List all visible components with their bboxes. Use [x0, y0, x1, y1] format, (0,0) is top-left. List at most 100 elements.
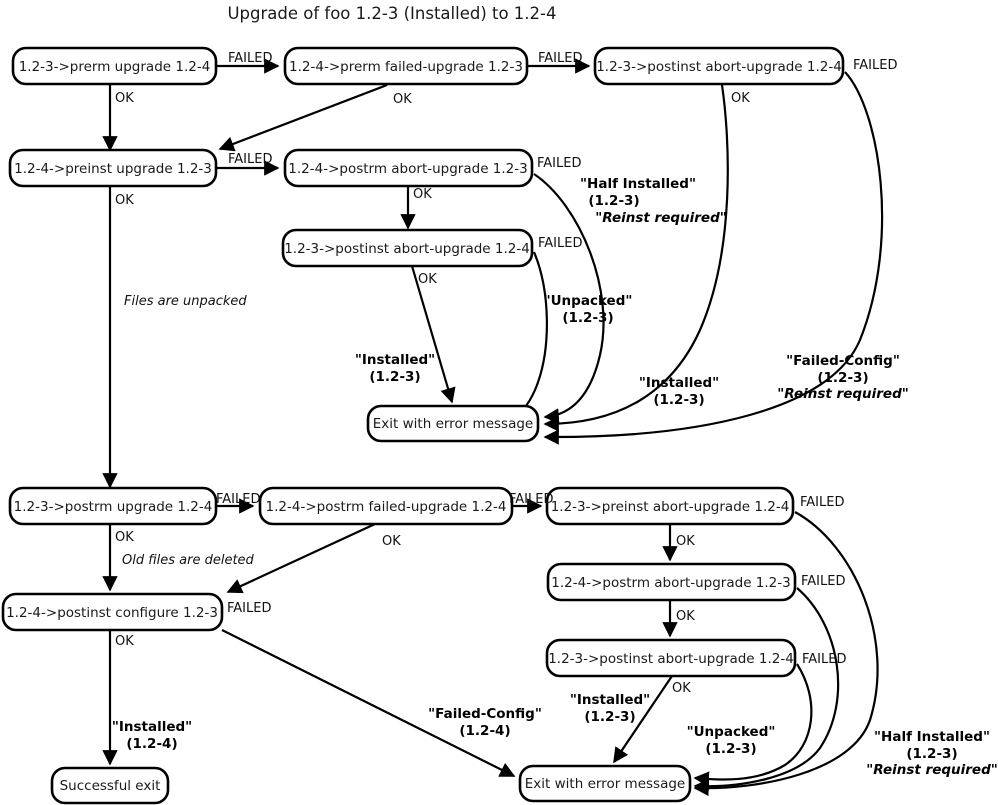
state-half-installed-123-bottom: "Half Installed" (1.2-3) "Reinst require… — [866, 729, 998, 778]
edge-prermfail-ok — [218, 83, 388, 152]
edge-label-ok: OK — [731, 91, 750, 106]
state-line1: "Half Installed" — [874, 729, 990, 745]
node-label: 1.2-3->postrm upgrade 1.2-4 — [14, 499, 213, 515]
state-line1: "Installed" — [112, 719, 192, 735]
node-postrm-upgrade[interactable]: 1.2-3->postrm upgrade 1.2-4 — [8, 486, 218, 526]
edge-label-ok: OK — [115, 193, 134, 208]
node-exit-with-error-message-top[interactable]: Exit with error message — [366, 404, 540, 443]
edge-label-failed: FAILED — [227, 601, 271, 616]
edge-label-failed: FAILED — [801, 574, 845, 589]
state-line3: "Reinst required" — [595, 210, 727, 226]
edge-label-ok: OK — [418, 272, 437, 287]
state-line1: "Failed-Config" — [786, 353, 900, 369]
state-installed-124: "Installed" (1.2-4) — [112, 719, 192, 752]
state-unpacked-123-bottom: "Unpacked" (1.2-3) — [687, 724, 776, 757]
node-label: 1.2-3->postinst abort-upgrade 1.2-4 — [284, 241, 530, 257]
note-files-unpacked: Files are unpacked — [124, 294, 247, 309]
edge-label-ok: OK — [393, 92, 412, 107]
node-label: 1.2-4->postrm abort-upgrade 1.2-3 — [288, 161, 527, 177]
node-prerm-upgrade[interactable]: 1.2-3->prerm upgrade 1.2-4 — [11, 46, 218, 86]
edge-label-ok: OK — [672, 681, 691, 696]
node-postinst-configure[interactable]: 1.2-4->postinst configure 1.2-3 — [1, 592, 224, 632]
edge-postinsttop-failed — [543, 71, 884, 445]
edge-label-ok: OK — [115, 91, 134, 106]
edge-label-ok: OK — [413, 187, 432, 202]
state-line2: (1.2-3) — [906, 746, 957, 762]
state-line1: "Half Installed" — [580, 176, 696, 192]
node-label: 1.2-4->preinst upgrade 1.2-3 — [14, 161, 212, 177]
edge-label-failed: FAILED — [216, 492, 260, 507]
note-old-files-deleted: Old files are deleted — [122, 553, 255, 568]
edge-postrmabort-r2-failed — [533, 173, 605, 424]
state-line1: "Installed" — [639, 375, 719, 391]
state-failed-config-123: "Failed-Config" (1.2-3) "Reinst required… — [777, 353, 909, 402]
state-failed-config-124: "Failed-Config" (1.2-4) — [428, 706, 542, 739]
page-title: Upgrade of foo 1.2-3 (Installed) to 1.2-… — [227, 4, 556, 23]
edge-postrmabort-b2-failed — [693, 587, 840, 795]
edge-label-ok: OK — [676, 534, 695, 549]
edge-label-failed: FAILED — [537, 156, 581, 171]
edge-label-failed: FAILED — [228, 51, 272, 66]
node-postinst-abort-upgrade-r3[interactable]: 1.2-3->postinst abort-upgrade 1.2-4 — [281, 228, 534, 268]
node-postinst-abort-upgrade-top[interactable]: 1.2-3->postinst abort-upgrade 1.2-4 — [593, 46, 845, 86]
state-line2: (1.2-3) — [653, 392, 704, 408]
node-label: 1.2-3->postinst abort-upgrade 1.2-4 — [548, 651, 794, 667]
state-half-installed-123: "Half Installed" (1.2-3) "Reinst require… — [580, 176, 727, 226]
node-label: 1.2-3->prerm upgrade 1.2-4 — [19, 59, 211, 75]
edge-label-failed: FAILED — [228, 152, 272, 167]
node-label: Exit with error message — [525, 776, 685, 792]
edge-label-ok: OK — [676, 609, 695, 624]
state-line2: (1.2-3) — [369, 369, 420, 385]
node-label: Exit with error message — [373, 416, 533, 432]
node-postrm-abort-upgrade-b2[interactable]: 1.2-4->postrm abort-upgrade 1.2-3 — [546, 562, 797, 602]
edge-postinsttop-ok — [543, 84, 729, 432]
edge-label-failed: FAILED — [853, 58, 897, 73]
state-unpacked-123: "Unpacked" (1.2-3) — [544, 293, 633, 326]
node-postrm-failed-upgrade[interactable]: 1.2-4->postrm failed-upgrade 1.2-4 — [258, 486, 514, 526]
node-exit-with-error-message-bottom[interactable]: Exit with error message — [518, 764, 692, 803]
node-label: 1.2-3->postinst abort-upgrade 1.2-4 — [596, 59, 842, 75]
state-line1: "Failed-Config" — [428, 706, 542, 722]
node-postrm-abort-upgrade-r2[interactable]: 1.2-4->postrm abort-upgrade 1.2-3 — [283, 148, 534, 188]
state-line1: "Unpacked" — [544, 293, 633, 309]
state-installed-123-b: "Installed" (1.2-3) — [639, 375, 719, 408]
edge-label-ok: OK — [115, 530, 134, 545]
node-label: 1.2-4->postrm failed-upgrade 1.2-4 — [266, 499, 507, 515]
state-line1: "Installed" — [570, 692, 650, 708]
edge-postinst-b3-ok — [613, 675, 673, 764]
node-prerm-failed-upgrade[interactable]: 1.2-4->prerm failed-upgrade 1.2-3 — [283, 46, 529, 86]
state-line2: (1.2-4) — [126, 736, 177, 752]
state-line2: (1.2-3) — [584, 709, 635, 725]
node-label: 1.2-4->postinst configure 1.2-3 — [6, 605, 218, 621]
state-installed-123: "Installed" (1.2-3) — [355, 352, 435, 385]
node-label: 1.2-4->postrm abort-upgrade 1.2-3 — [551, 575, 790, 591]
node-label: Successful exit — [60, 778, 161, 794]
state-installed-123-bottom: "Installed" (1.2-3) — [570, 692, 650, 725]
node-label: 1.2-4->prerm failed-upgrade 1.2-3 — [289, 59, 523, 75]
state-line3: "Reinst required" — [866, 762, 998, 778]
node-postinst-abort-upgrade-b3[interactable]: 1.2-3->postinst abort-upgrade 1.2-4 — [545, 638, 797, 678]
edge-postinst-b3-failed — [693, 663, 813, 787]
state-line2: (1.2-3) — [562, 310, 613, 326]
edge-postinst-r3-ok — [410, 265, 456, 404]
edge-label-ok: OK — [115, 634, 134, 649]
node-successful-exit[interactable]: Successful exit — [50, 766, 170, 805]
state-line2: (1.2-3) — [817, 370, 868, 386]
edge-postrmfail-ok — [226, 523, 376, 594]
edge-postinst-r3-failed — [508, 251, 548, 421]
node-label: 1.2-3->preinst abort-upgrade 1.2-4 — [551, 499, 790, 515]
state-line2: (1.2-3) — [588, 193, 639, 209]
state-line2: (1.2-4) — [459, 723, 510, 739]
state-line1: "Installed" — [355, 352, 435, 368]
edge-label-failed: FAILED — [538, 236, 582, 251]
state-line2: (1.2-3) — [705, 741, 756, 757]
edge-label-failed: FAILED — [802, 652, 846, 667]
state-line3: "Reinst required" — [777, 386, 909, 402]
edge-preinstabort-failed — [693, 511, 879, 797]
edge-label-failed: FAILED — [538, 51, 582, 66]
node-preinst-upgrade[interactable]: 1.2-4->preinst upgrade 1.2-3 — [8, 148, 218, 188]
node-preinst-abort-upgrade[interactable]: 1.2-3->preinst abort-upgrade 1.2-4 — [545, 486, 795, 526]
edge-label-ok: OK — [382, 534, 401, 549]
